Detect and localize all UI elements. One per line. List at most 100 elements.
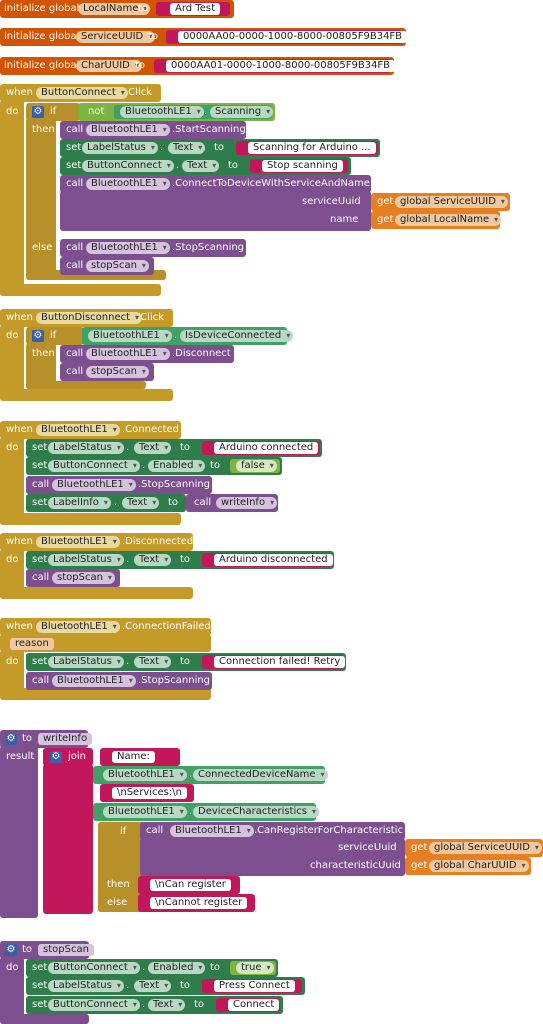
procedure-dropdown[interactable]: writeInfo [216,497,278,509]
variable-dropdown[interactable]: global ServiceUUID [429,842,542,854]
text-block[interactable]: Stop scanning [250,159,348,173]
gear-icon[interactable]: ⚙ [5,733,17,745]
call-startscanning[interactable]: call BluetoothLE1 .StartScanning [60,121,246,139]
text-value[interactable]: \nServices:\n [112,787,187,799]
property-dropdown[interactable]: IsDeviceConnected [180,330,294,342]
procedure-dropdown[interactable]: stopScan [52,572,115,584]
text-services-block[interactable]: \nServices:\n [100,784,194,802]
get-global-charuuid[interactable]: get global CharUUID [405,857,531,875]
property-dropdown[interactable]: Scanning [210,106,274,118]
component-dropdown[interactable]: BluetoothLE1 [86,178,170,190]
set-labelstatus-text[interactable]: set LabelStatus . Text to Scanning for A… [60,139,380,157]
procedure-dropdown[interactable]: stopScan [86,366,149,378]
gear-icon[interactable]: ⚙ [5,944,17,956]
component-dropdown[interactable]: BluetoothLE1 [120,106,204,118]
text-block[interactable]: Arduino disconnected [202,553,333,567]
property-dropdown[interactable]: Enabled [148,460,206,472]
procedure-dropdown[interactable]: stopScan [86,260,149,272]
text-can-register-block[interactable]: \nCan register [138,876,240,894]
component-dropdown[interactable]: ButtonConnect [48,460,140,472]
set-buttonconnect-enabled[interactable]: set ButtonConnect . Enabled to true [26,959,278,977]
component-dropdown[interactable]: LabelInfo [48,497,111,509]
text-value[interactable]: 0000AA00-0000-1000-8000-00805F9B34FB [178,31,408,43]
text-block[interactable]: 0000AA00-0000-1000-8000-00805F9B34FB [166,30,408,44]
getter-isdeviceconnected[interactable]: BluetoothLE1 . IsDeviceConnected [82,327,294,345]
property-dropdown[interactable]: Text [168,142,206,154]
component-dropdown[interactable]: BluetoothLE1 [88,330,172,342]
text-value[interactable]: Stop scanning [262,160,343,172]
component-dropdown[interactable]: ButtonConnect [36,87,128,99]
component-dropdown[interactable]: BluetoothLE1 [103,806,187,818]
text-block[interactable]: Connection failed! Retry [202,655,346,669]
global-localname-block[interactable]: initialize global LocalName to Ard Test [0,0,234,18]
text-value[interactable]: 0000AA01-0000-1000-8000-00805F9B34FB [166,60,396,72]
event-ble-connectionfailed[interactable]: when BluetoothLE1 .ConnectionFailed [0,618,211,636]
text-value[interactable]: Press Connect [214,980,295,992]
text-block[interactable]: Press Connect [202,979,302,993]
event-buttonconnect-click[interactable]: when ButtonConnect .Click [0,84,161,102]
text-value[interactable]: Scanning for Arduino ... [248,142,376,154]
component-dropdown[interactable]: LabelStatus [82,142,158,154]
gear-icon[interactable]: ⚙ [50,751,62,763]
component-dropdown[interactable]: LabelStatus [48,554,124,566]
call-writeinfo[interactable]: call writeInfo [186,494,278,512]
text-value[interactable]: \nCan register [150,879,231,891]
gear-icon[interactable]: ⚙ [32,330,44,342]
global-name-field[interactable]: ServiceUUID [76,31,156,43]
call-stopscan[interactable]: call stopScan [60,257,154,275]
text-block[interactable]: 0000AA01-0000-1000-8000-00805F9B34FB [154,59,396,73]
call-stopscan[interactable]: call stopScan [60,363,154,381]
set-labelstatus-text[interactable]: set LabelStatus . Text to Arduino discon… [26,551,334,569]
component-dropdown[interactable]: BluetoothLE1 [86,348,170,360]
property-dropdown[interactable]: Text [134,980,172,992]
text-block[interactable]: Arduino connected [202,441,320,455]
text-value[interactable]: Connect [228,999,280,1011]
not-block[interactable]: not BluetoothLE1 . Scanning [78,103,275,121]
property-dropdown[interactable]: DeviceCharacteristics [193,806,319,818]
set-labelstatus-text[interactable]: set LabelStatus . Text to Arduino connec… [26,439,322,457]
component-dropdown[interactable]: ButtonConnect [48,999,140,1011]
component-dropdown[interactable]: ButtonDisconnect [36,312,143,324]
call-stopscanning[interactable]: call BluetoothLE1 .StopScanning [26,672,212,690]
text-cannot-register-block[interactable]: \nCannot register [138,894,255,912]
text-block[interactable]: Ard Test [156,2,230,16]
procedure-name-field[interactable]: stopScan [38,944,94,956]
property-dropdown[interactable]: Enabled [148,962,206,974]
component-dropdown[interactable]: BluetoothLE1 [36,424,120,436]
getter-connecteddevicename[interactable]: BluetoothLE1 . ConnectedDeviceName [93,766,328,784]
property-dropdown[interactable]: Text [134,554,172,566]
component-dropdown[interactable]: BluetoothLE1 [103,769,187,781]
component-dropdown[interactable]: ButtonConnect [82,160,174,172]
set-buttonconnect-text[interactable]: set ButtonConnect . Text to Stop scannin… [60,157,351,175]
property-dropdown[interactable]: Text [148,999,186,1011]
get-global-localname[interactable]: get global LocalName [371,211,502,229]
procedure-writeinfo[interactable]: ⚙ to writeInfo [0,730,93,748]
component-dropdown[interactable]: BluetoothLE1 [86,124,170,136]
text-value[interactable]: Name: [112,751,155,763]
text-value[interactable]: Arduino disconnected [214,554,333,566]
set-labelstatus-text[interactable]: set LabelStatus . Text to Connection fai… [26,653,346,671]
call-stopscanning[interactable]: call BluetoothLE1 .StopScanning [60,239,246,257]
property-dropdown[interactable]: Text [122,497,160,509]
param-reason[interactable]: reason [10,638,54,650]
set-buttonconnect-enabled[interactable]: set ButtonConnect . Enabled to false [26,457,282,475]
text-value[interactable]: \nCannot register [150,897,248,909]
variable-dropdown[interactable]: global CharUUID [429,860,529,872]
global-name-field[interactable]: LocalName [78,3,151,15]
global-charuuid-block[interactable]: initialize global CharUUID to 0000AA01-0… [0,57,396,75]
text-name-block[interactable]: Name: [100,748,180,766]
component-dropdown[interactable]: BluetoothLE1 [52,675,136,687]
getter-block[interactable]: BluetoothLE1 . Scanning [114,105,274,119]
component-dropdown[interactable]: BluetoothLE1 [36,536,120,548]
call-stopscan[interactable]: call stopScan [26,569,120,587]
component-dropdown[interactable]: LabelStatus [48,656,124,668]
event-buttondisconnect-click[interactable]: when ButtonDisconnect .Click [0,309,173,327]
component-dropdown[interactable]: LabelStatus [48,980,124,992]
property-dropdown[interactable]: Text [182,160,220,172]
call-canregister[interactable]: call BluetoothLE1 .CanRegisterForCharact… [140,822,405,840]
property-dropdown[interactable]: Text [134,656,172,668]
gear-icon[interactable]: ⚙ [32,106,44,118]
call-stopscanning[interactable]: call BluetoothLE1 .StopScanning [26,476,212,494]
getter-devicecharacteristics[interactable]: BluetoothLE1 . DeviceCharacteristics [93,803,319,821]
set-buttonconnect-text[interactable]: set ButtonConnect . Text to Connect [26,996,283,1014]
